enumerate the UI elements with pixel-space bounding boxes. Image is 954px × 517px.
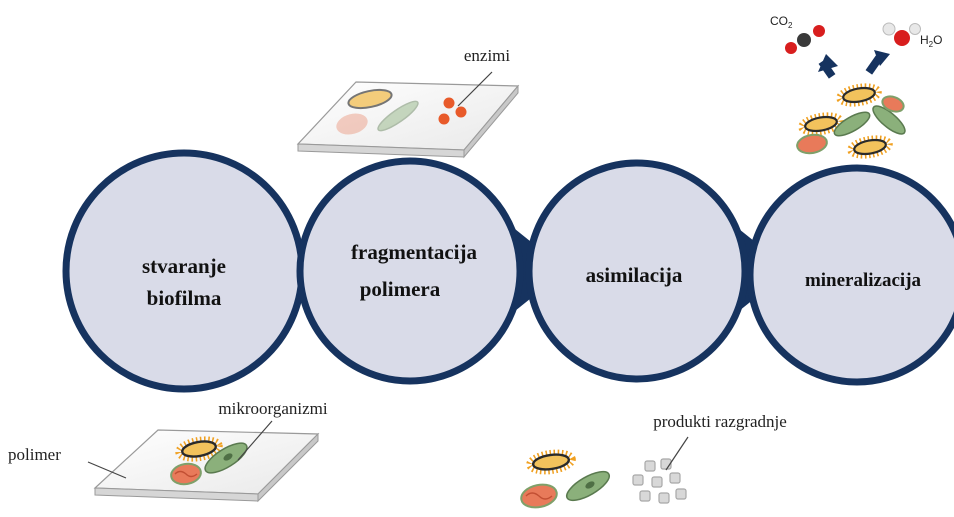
degradation-products-label: produkti razgradnje bbox=[653, 412, 787, 431]
red-microbe-icon bbox=[881, 95, 905, 113]
co2-label: CO2 bbox=[770, 14, 793, 30]
bacterium-icon bbox=[836, 83, 882, 107]
enzyme-leader-line bbox=[457, 71, 493, 107]
products-leader-line bbox=[665, 436, 689, 471]
mineralization-illustration: CO2 H2O bbox=[770, 14, 942, 159]
stage-circle bbox=[296, 157, 524, 385]
biofilm-sheet-illustration: mikroorganizmi polimer bbox=[8, 399, 328, 503]
stage-label-line: mineralizacija bbox=[805, 270, 922, 291]
up-arrow-icon bbox=[865, 50, 890, 75]
red-microbe-icon bbox=[520, 483, 558, 509]
bacterium-icon bbox=[798, 112, 844, 136]
red-microbe-icon bbox=[170, 462, 202, 486]
enzymes-label: enzimi bbox=[464, 46, 511, 65]
up-arrow-icon bbox=[818, 54, 838, 79]
stage-circle bbox=[746, 164, 954, 386]
stage-label-line: asimilacija bbox=[586, 263, 683, 287]
h2o-molecule-icon bbox=[882, 22, 921, 46]
stage-circles: stvaranje biofilma fragmentacija polimer… bbox=[62, 149, 954, 393]
green-microbe-icon bbox=[377, 100, 419, 132]
polymer-sheet-icon bbox=[296, 81, 520, 159]
stage-label-line: fragmentacija bbox=[351, 240, 477, 264]
green-microbe-icon bbox=[872, 105, 906, 135]
stage-label-line: stvaranje bbox=[142, 254, 226, 278]
degradation-product-icon bbox=[632, 458, 687, 504]
stage-label-line: biofilma bbox=[147, 286, 222, 310]
stage-mineralization: mineralizacija bbox=[746, 164, 954, 386]
stage-label-line: polimera bbox=[360, 277, 441, 301]
green-microbe-icon bbox=[565, 470, 611, 502]
red-microbe-icon bbox=[336, 113, 368, 135]
polymer-leader-line bbox=[87, 461, 127, 479]
stage-circle bbox=[525, 159, 749, 383]
bacterium-icon bbox=[347, 88, 393, 110]
co2-molecule-icon bbox=[785, 25, 825, 54]
microorganisms-leader-line bbox=[237, 420, 273, 461]
assimilation-illustration: produkti razgradnje bbox=[520, 412, 787, 509]
green-microbe-icon bbox=[833, 111, 871, 137]
bacterium-icon bbox=[175, 436, 223, 462]
polymer-sheet-icon bbox=[93, 429, 320, 503]
bacterium-icon bbox=[526, 449, 576, 475]
enzyme-icon bbox=[438, 97, 467, 125]
polymer-label: polimer bbox=[8, 445, 61, 464]
red-microbe-icon bbox=[796, 133, 828, 155]
enzyme-sheet-illustration: enzimi bbox=[296, 46, 520, 159]
h2o-label: H2O bbox=[920, 33, 942, 49]
bacterium-icon bbox=[847, 135, 893, 159]
green-microbe-icon bbox=[204, 442, 248, 474]
microorganisms-label: mikroorganizmi bbox=[218, 399, 327, 418]
